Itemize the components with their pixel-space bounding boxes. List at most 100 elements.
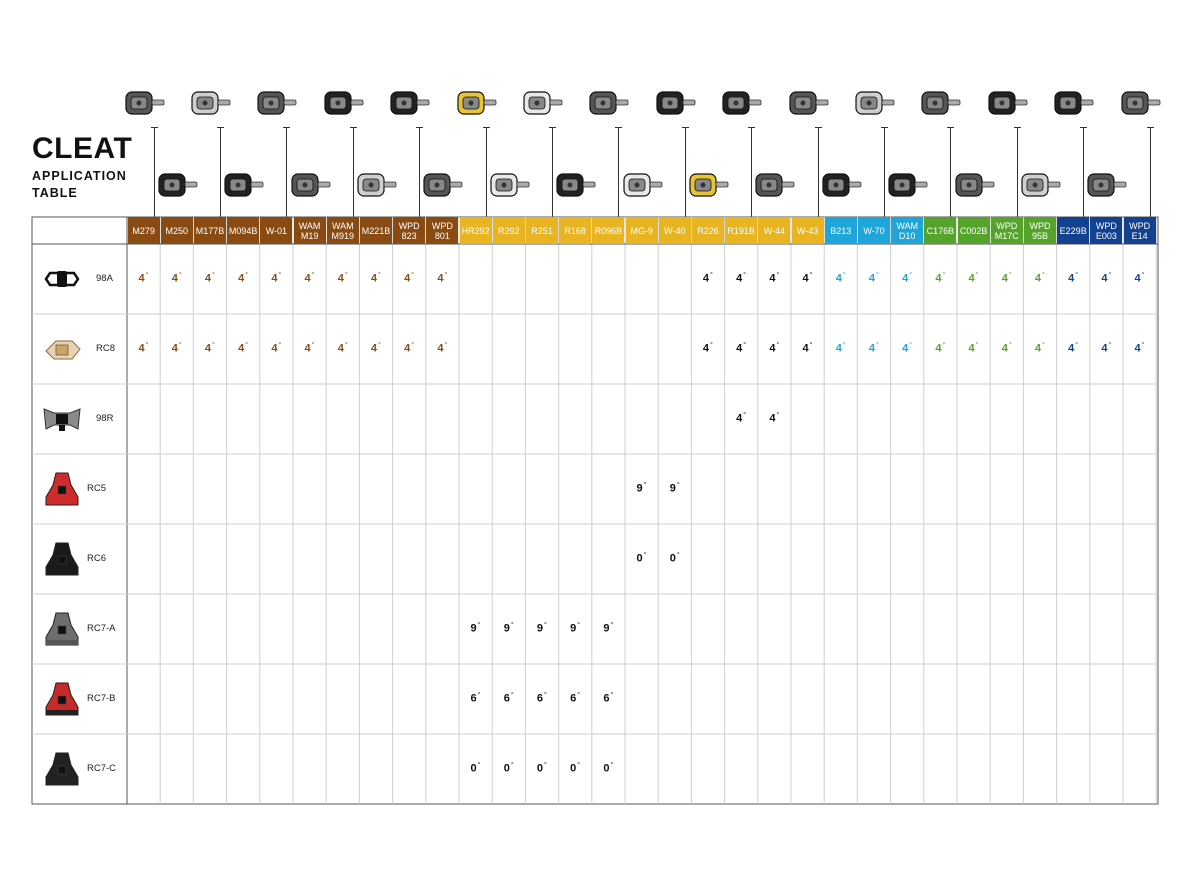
- cleat-row-label: RC7-B: [34, 664, 126, 734]
- pedal-header-23: WAM D10: [891, 217, 924, 244]
- angle-value: 4°: [393, 272, 426, 285]
- angle-number: 4: [304, 272, 311, 285]
- angle-number: 4: [868, 342, 876, 355]
- pedal-header-28: E229B: [1057, 217, 1090, 244]
- degree-symbol: °: [676, 482, 680, 489]
- cleat-name: 98R: [96, 413, 114, 424]
- angle-value: 4°: [1123, 272, 1156, 285]
- pedal-leader-line: [286, 127, 288, 217]
- pedal-header-20: W-43: [791, 217, 824, 244]
- angle-value: 0°: [658, 552, 691, 565]
- degree-symbol: °: [809, 342, 813, 349]
- angle-number: 4: [736, 412, 743, 425]
- pedal-image-25: [952, 168, 996, 202]
- angle-number: 4: [437, 342, 444, 355]
- angle-value: 4°: [725, 272, 758, 285]
- degree-symbol: °: [510, 692, 514, 699]
- pedal-leader-cap: [349, 127, 357, 128]
- degree-symbol: °: [776, 412, 780, 419]
- pedal-leader-cap: [1146, 127, 1154, 128]
- angle-value: 4°: [725, 412, 758, 425]
- pedal-leader-line: [485, 127, 487, 217]
- pedal-leader-line: [153, 127, 155, 217]
- angle-value: 4°: [1057, 342, 1090, 355]
- angle-value: 4°: [990, 272, 1023, 285]
- degree-symbol: °: [344, 272, 348, 279]
- pedal-header-17: R226: [691, 217, 725, 244]
- angle-value: 9°: [492, 622, 525, 635]
- degree-symbol: °: [1141, 272, 1145, 279]
- angle-number: 0: [603, 762, 610, 775]
- angle-value: 4°: [791, 272, 824, 285]
- pedal-leader-line: [884, 127, 885, 217]
- pedal-header-26: WPD M17C: [990, 217, 1023, 244]
- angle-number: 4: [370, 272, 378, 285]
- degree-symbol: °: [975, 272, 979, 279]
- degree-symbol: °: [411, 342, 415, 349]
- pedal-image-16: [653, 86, 697, 120]
- cleat-row-label: RC5: [34, 454, 126, 524]
- pedal-leader-line: [684, 127, 686, 217]
- pedal-leader-line: [220, 127, 221, 217]
- angle-value: 4°: [193, 342, 226, 355]
- angle-number: 4: [238, 342, 245, 355]
- angle-number: 9: [669, 482, 676, 495]
- angle-value: 4°: [957, 272, 990, 285]
- angle-number: 0: [536, 762, 544, 775]
- angle-number: 4: [1034, 272, 1042, 285]
- angle-value: 4°: [824, 342, 857, 355]
- angle-number: 4: [1034, 342, 1042, 355]
- pedal-leader-cap: [814, 127, 822, 128]
- pedal-leader-line: [817, 127, 819, 217]
- angle-value: 4°: [857, 342, 890, 355]
- pedal-image-12: [520, 86, 564, 120]
- angle-number: 0: [470, 762, 477, 775]
- angle-value: 4°: [426, 342, 459, 355]
- angle-value: 4°: [160, 272, 193, 285]
- cleat-rc7c-icon: [42, 751, 82, 792]
- pedal-leader-cap: [1080, 127, 1088, 128]
- degree-symbol: °: [477, 622, 481, 629]
- pedal-image-2: [188, 86, 232, 120]
- degree-symbol: °: [876, 342, 879, 349]
- pedal-leader-line: [618, 127, 620, 217]
- degree-symbol: °: [610, 762, 614, 769]
- degree-symbol: °: [909, 272, 913, 279]
- pedal-image-15: [620, 168, 664, 202]
- cleat-row-label: 98A: [34, 244, 126, 314]
- angle-value: 4°: [227, 272, 260, 285]
- pedal-header-0: M279: [127, 217, 160, 244]
- pedal-header-1: M250: [160, 217, 193, 244]
- degree-symbol: °: [278, 342, 282, 349]
- pedal-leader-line: [950, 127, 952, 217]
- cleat-98r-icon: [42, 401, 82, 442]
- degree-symbol: °: [743, 342, 747, 349]
- angle-value: 4°: [127, 342, 160, 355]
- pedal-header-10: HR292: [459, 217, 492, 244]
- cleat-name: RC7-C: [87, 763, 117, 774]
- pedal-header-19: W-44: [758, 217, 791, 244]
- angle-number: 4: [702, 342, 710, 355]
- angle-number: 4: [238, 272, 245, 285]
- degree-symbol: °: [544, 762, 547, 769]
- degree-symbol: °: [710, 342, 713, 349]
- pedal-header-3: M094B: [227, 217, 260, 244]
- degree-symbol: °: [544, 622, 547, 629]
- pedal-leader-line: [751, 127, 753, 217]
- angle-number: 4: [1068, 342, 1075, 355]
- angle-number: 4: [171, 272, 178, 285]
- degree-symbol: °: [311, 272, 315, 279]
- degree-symbol: °: [178, 272, 182, 279]
- angle-number: 4: [437, 272, 444, 285]
- angle-number: 4: [968, 272, 975, 285]
- angle-number: 4: [271, 342, 278, 355]
- degree-symbol: °: [942, 342, 946, 349]
- angle-number: 4: [138, 272, 145, 285]
- angle-number: 6: [470, 692, 477, 705]
- pedal-header-11: R292: [492, 217, 525, 244]
- cleat-row-label: 98R: [34, 384, 126, 454]
- angle-number: 4: [1101, 342, 1108, 355]
- pedal-leader-line: [352, 127, 354, 217]
- angle-number: 9: [470, 622, 477, 635]
